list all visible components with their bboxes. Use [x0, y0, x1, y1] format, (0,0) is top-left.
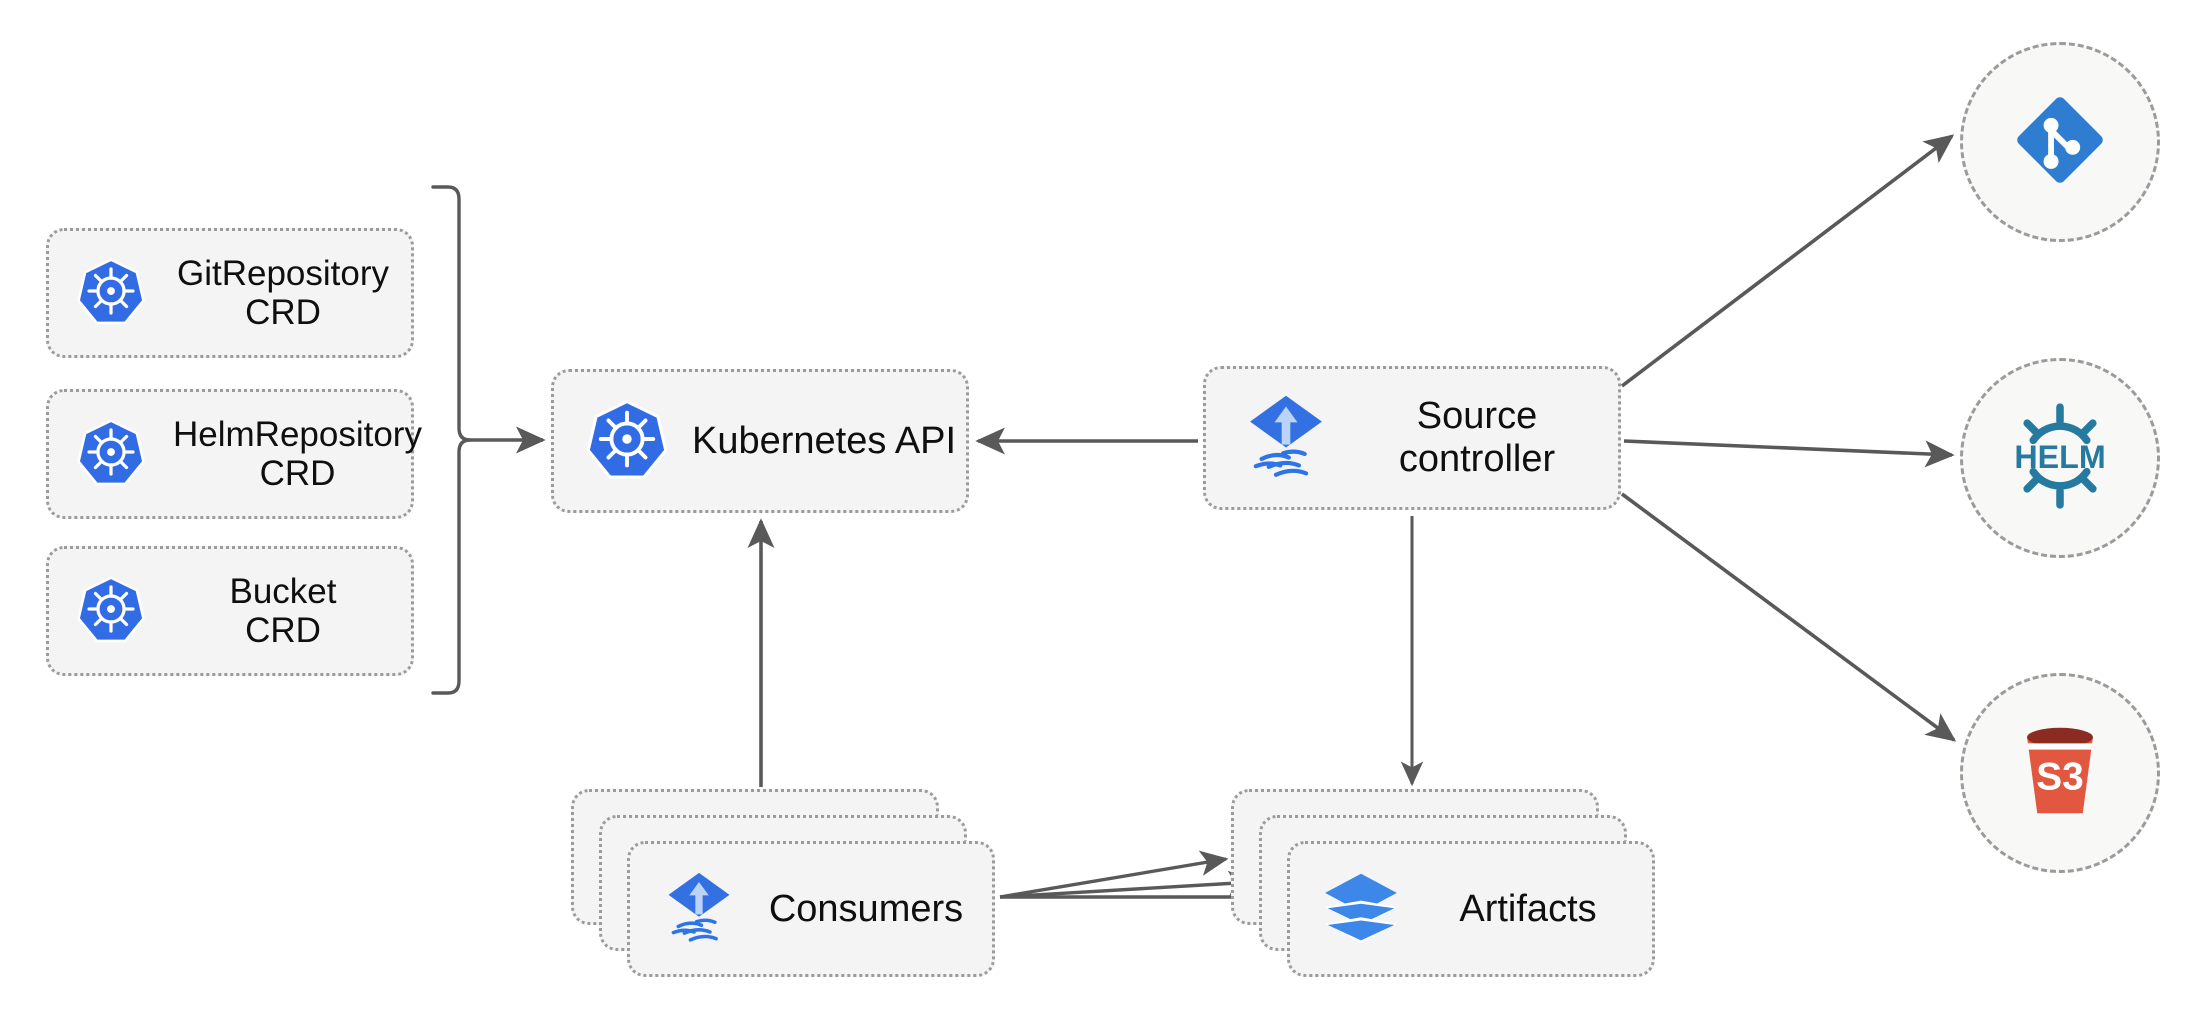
node-artifacts[interactable]: Artifacts	[1231, 789, 1661, 989]
edge-source-controller-to-git	[1620, 134, 1955, 388]
node-gitrepository-crd[interactable]: GitRepository CRD	[46, 228, 414, 358]
node-kubernetes-api[interactable]: Kubernetes API	[551, 369, 969, 513]
artifacts-sheet-front[interactable]: Artifacts	[1287, 841, 1655, 977]
kubernetes-icon	[75, 416, 147, 493]
node-bucket-crd[interactable]: Bucket CRD	[46, 546, 414, 676]
node-label: Consumers	[768, 887, 964, 930]
edge-consumers-to-artifacts-sheet-2	[999, 870, 1257, 899]
node-label: Kubernetes API	[692, 419, 957, 462]
consumers-sheet-front[interactable]: Consumers	[627, 841, 995, 977]
git-icon	[2008, 88, 2112, 197]
node-label: Artifacts	[1459, 887, 1597, 930]
kubernetes-icon	[584, 396, 670, 487]
helm-icon: HELM	[2001, 397, 2119, 520]
s3-icon: S3	[2006, 717, 2114, 830]
kubernetes-icon	[75, 573, 147, 650]
node-label: Bucket CRD	[229, 571, 337, 650]
s3-label: S3	[2036, 755, 2083, 798]
kubernetes-icon	[75, 255, 147, 332]
node-s3-source[interactable]: S3	[1960, 673, 2160, 873]
crd-group-bracket	[431, 185, 471, 695]
node-helm-source[interactable]: HELM	[1960, 358, 2160, 558]
edge-consumers-to-artifacts-sheet-1	[999, 850, 1229, 899]
layers-icon	[1320, 866, 1402, 953]
node-source-controller[interactable]: Source controller	[1203, 366, 1621, 510]
node-consumers[interactable]: Consumers	[571, 789, 1001, 989]
flux-icon	[660, 868, 738, 951]
helm-label: HELM	[2014, 439, 2105, 475]
edge-source-controller-to-helm	[1623, 439, 1955, 468]
node-git-source[interactable]	[1960, 42, 2160, 242]
flux-icon	[1240, 390, 1332, 487]
node-label: GitRepository CRD	[176, 253, 390, 332]
edge-source-controller-to-s3	[1620, 492, 1957, 742]
node-label: Source controller	[1398, 395, 1556, 480]
node-helmrepository-crd[interactable]: HelmRepository CRD	[46, 389, 422, 519]
node-label: HelmRepository CRD	[173, 414, 422, 493]
